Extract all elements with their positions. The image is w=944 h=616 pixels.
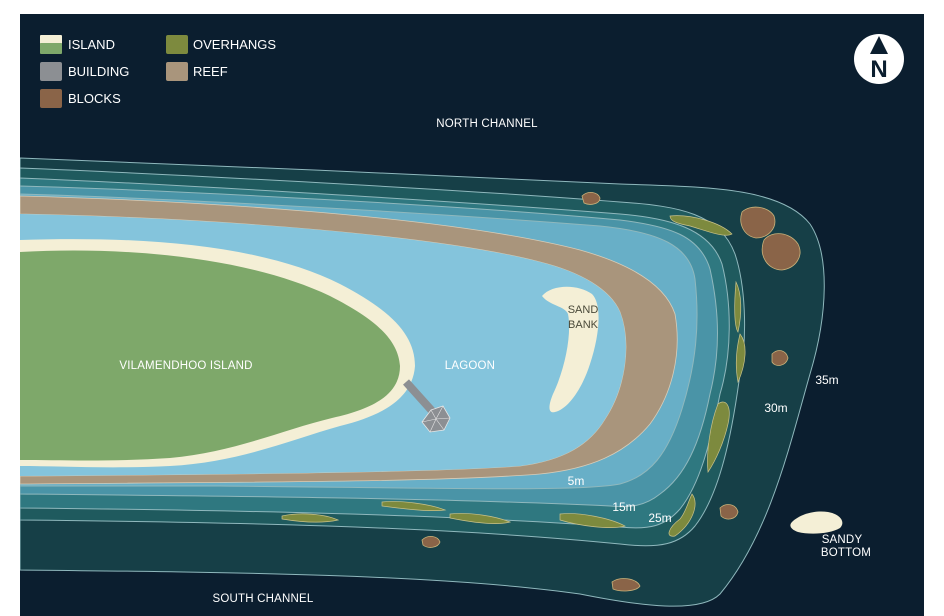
- block: [761, 233, 801, 271]
- overhang: [449, 513, 512, 524]
- block: [581, 192, 601, 205]
- legend: ISLAND BUILDING BLOCKS OVERHANGS REEF: [40, 35, 276, 108]
- depth-label-5m: 5m: [568, 474, 585, 488]
- block: [421, 536, 441, 548]
- label-sandy-bottom-1: SANDY: [822, 534, 863, 546]
- overhang: [734, 280, 742, 333]
- overhang: [735, 333, 746, 384]
- label-sandy-bottom-2: BOTTOM: [821, 547, 871, 559]
- label-north-channel: NORTH CHANNEL: [436, 118, 538, 130]
- label-lagoon: LAGOON: [445, 360, 495, 372]
- depth-label-15m: 15m: [612, 500, 635, 514]
- legend-item-blocks: BLOCKS: [40, 89, 121, 108]
- legend-item-reef: REEF: [166, 62, 228, 81]
- dive-site-map: ISLAND BUILDING BLOCKS OVERHANGS REEF N …: [20, 14, 924, 616]
- overhang: [669, 215, 733, 236]
- legend-label-reef: REEF: [193, 64, 228, 79]
- label-sand-bank-2: BANK: [568, 319, 599, 331]
- blocks: [421, 192, 801, 592]
- label-south-channel: SOUTH CHANNEL: [212, 593, 313, 605]
- label-sand-bank-1: SAND: [568, 304, 599, 316]
- overhang: [668, 493, 696, 537]
- sandy-bottom: [790, 511, 843, 534]
- legend-item-overhangs: OVERHANGS: [166, 35, 276, 54]
- block: [611, 578, 641, 592]
- legend-item-island: ISLAND: [40, 35, 115, 54]
- depth-label-35m: 35m: [815, 373, 838, 387]
- block: [740, 206, 776, 239]
- overhang: [281, 513, 340, 523]
- label-island: VILAMENDHOO ISLAND: [119, 360, 252, 372]
- compass-letter: N: [870, 56, 887, 83]
- sand-bank: [542, 286, 599, 413]
- building: [421, 405, 451, 433]
- legend-label-overhangs: OVERHANGS: [193, 37, 276, 52]
- overhang: [559, 513, 626, 528]
- legend-label-island: ISLAND: [68, 37, 115, 52]
- legend-item-building: BUILDING: [40, 62, 129, 81]
- overhangs: [281, 215, 746, 537]
- overhang: [381, 501, 447, 511]
- block: [771, 350, 789, 366]
- island-land: [20, 250, 400, 461]
- depth-label-25m: 25m: [648, 511, 671, 525]
- block: [719, 504, 739, 520]
- legend-label-blocks: BLOCKS: [68, 91, 121, 106]
- depth-label-30m: 30m: [764, 401, 787, 415]
- overhang: [707, 401, 730, 473]
- legend-label-building: BUILDING: [68, 64, 129, 79]
- north-compass-icon: N: [854, 34, 904, 84]
